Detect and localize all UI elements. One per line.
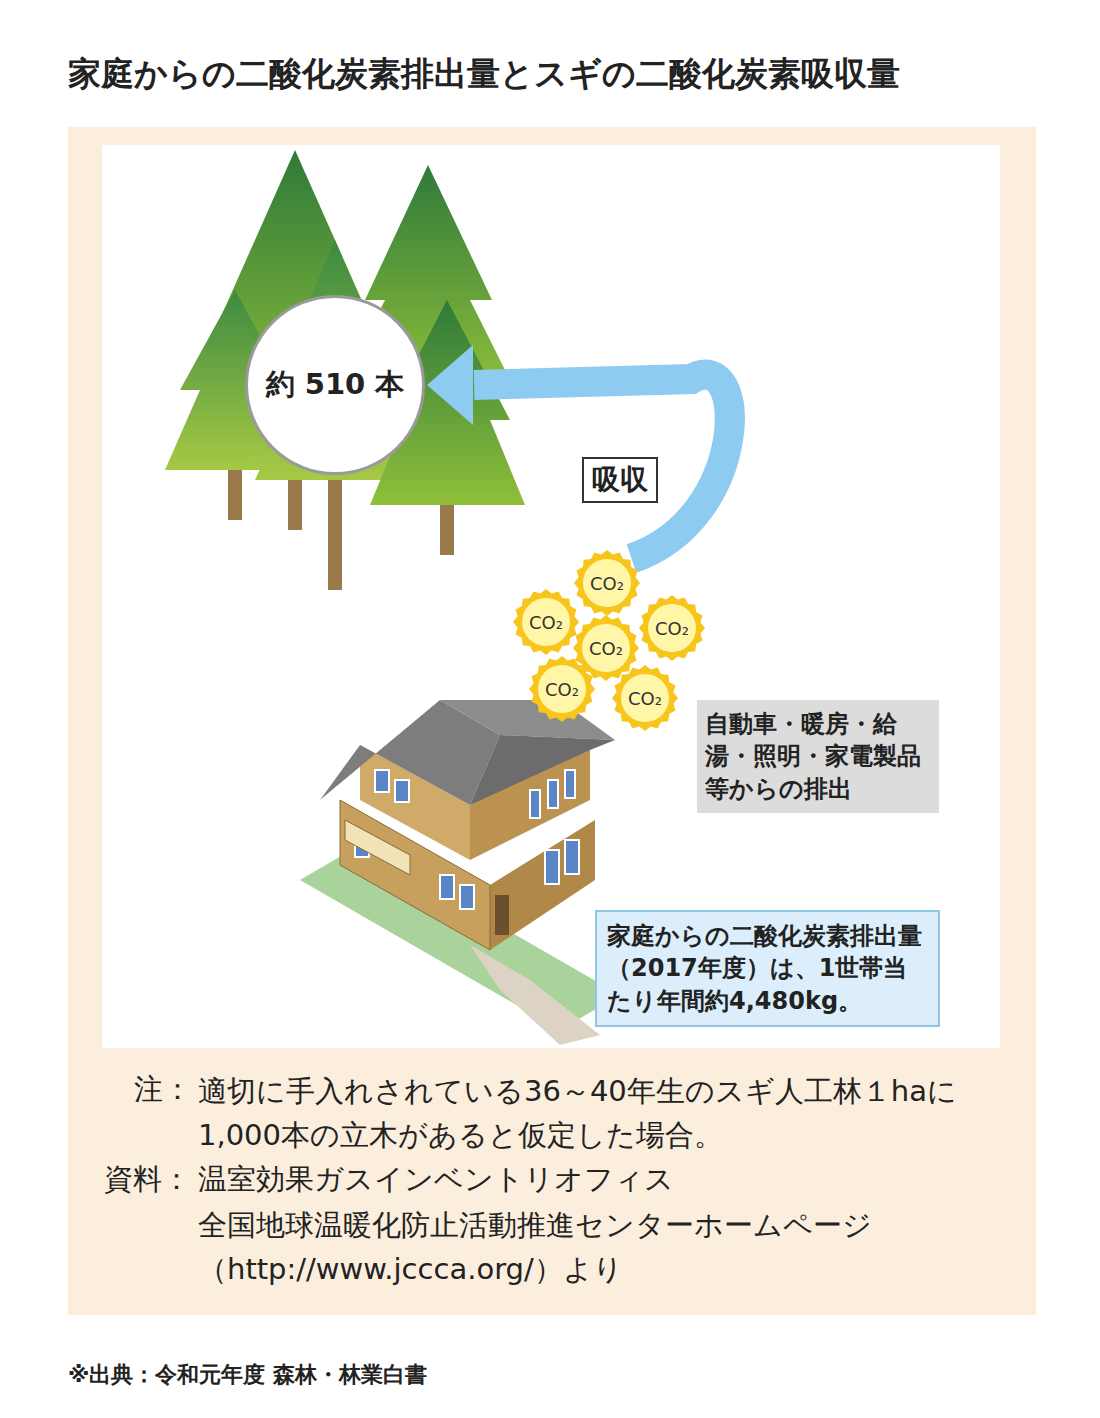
node-text: 吸収 [592, 461, 648, 499]
note-marker: 注： [134, 1070, 192, 1110]
citation: ※出典：令和元年度 森林・林業白書 [68, 1360, 427, 1390]
household-emission-box: 家庭からの二酸化炭素排出量（2017年度）は、1世帯当たり年間約4,480kg。 [595, 910, 940, 1027]
node-text: CO₂ [590, 573, 624, 594]
co2-bubble: CO₂ [638, 594, 706, 662]
co2-bubble: CO₂ [528, 655, 596, 723]
note-text: 適切に手入れされている36～40年生のスギ人工林１haに1,000本の立木がある… [198, 1070, 1008, 1157]
node-text: CO₂ [655, 618, 689, 639]
node-text: 約 510 本 [266, 365, 405, 405]
co2-bubble: CO₂ [573, 549, 641, 617]
co2-bubble: CO₂ [611, 664, 679, 732]
node-text: 自動車・暖房・給湯・照明・家電製品等からの排出 [705, 708, 931, 805]
source-marker: 資料： [104, 1160, 191, 1200]
node-text: CO₂ [529, 612, 563, 633]
house [300, 700, 620, 1045]
emission-source-box: 自動車・暖房・給湯・照明・家電製品等からの排出 [697, 700, 939, 813]
node-text: CO₂ [628, 688, 662, 709]
node-text: CO₂ [589, 638, 623, 659]
node-text: 家庭からの二酸化炭素排出量（2017年度）は、1世帯当たり年間約4,480kg。 [607, 920, 928, 1017]
absorb-box: 吸収 [582, 457, 658, 503]
source-text: 全国地球温暖化防止活動推進センターホームページ（http://www.jccca… [198, 1204, 1008, 1291]
count-circle: 約 510 本 [245, 295, 425, 475]
co2-bubble: CO₂ [512, 588, 580, 656]
node-text: CO₂ [545, 679, 579, 700]
source-text: 温室効果ガスインベントリオフィス [198, 1160, 674, 1200]
absorption-arrow [427, 345, 730, 559]
cedar-trees [165, 150, 525, 590]
title: 家庭からの二酸化炭素排出量とスギの二酸化炭素吸収量 [68, 52, 900, 97]
